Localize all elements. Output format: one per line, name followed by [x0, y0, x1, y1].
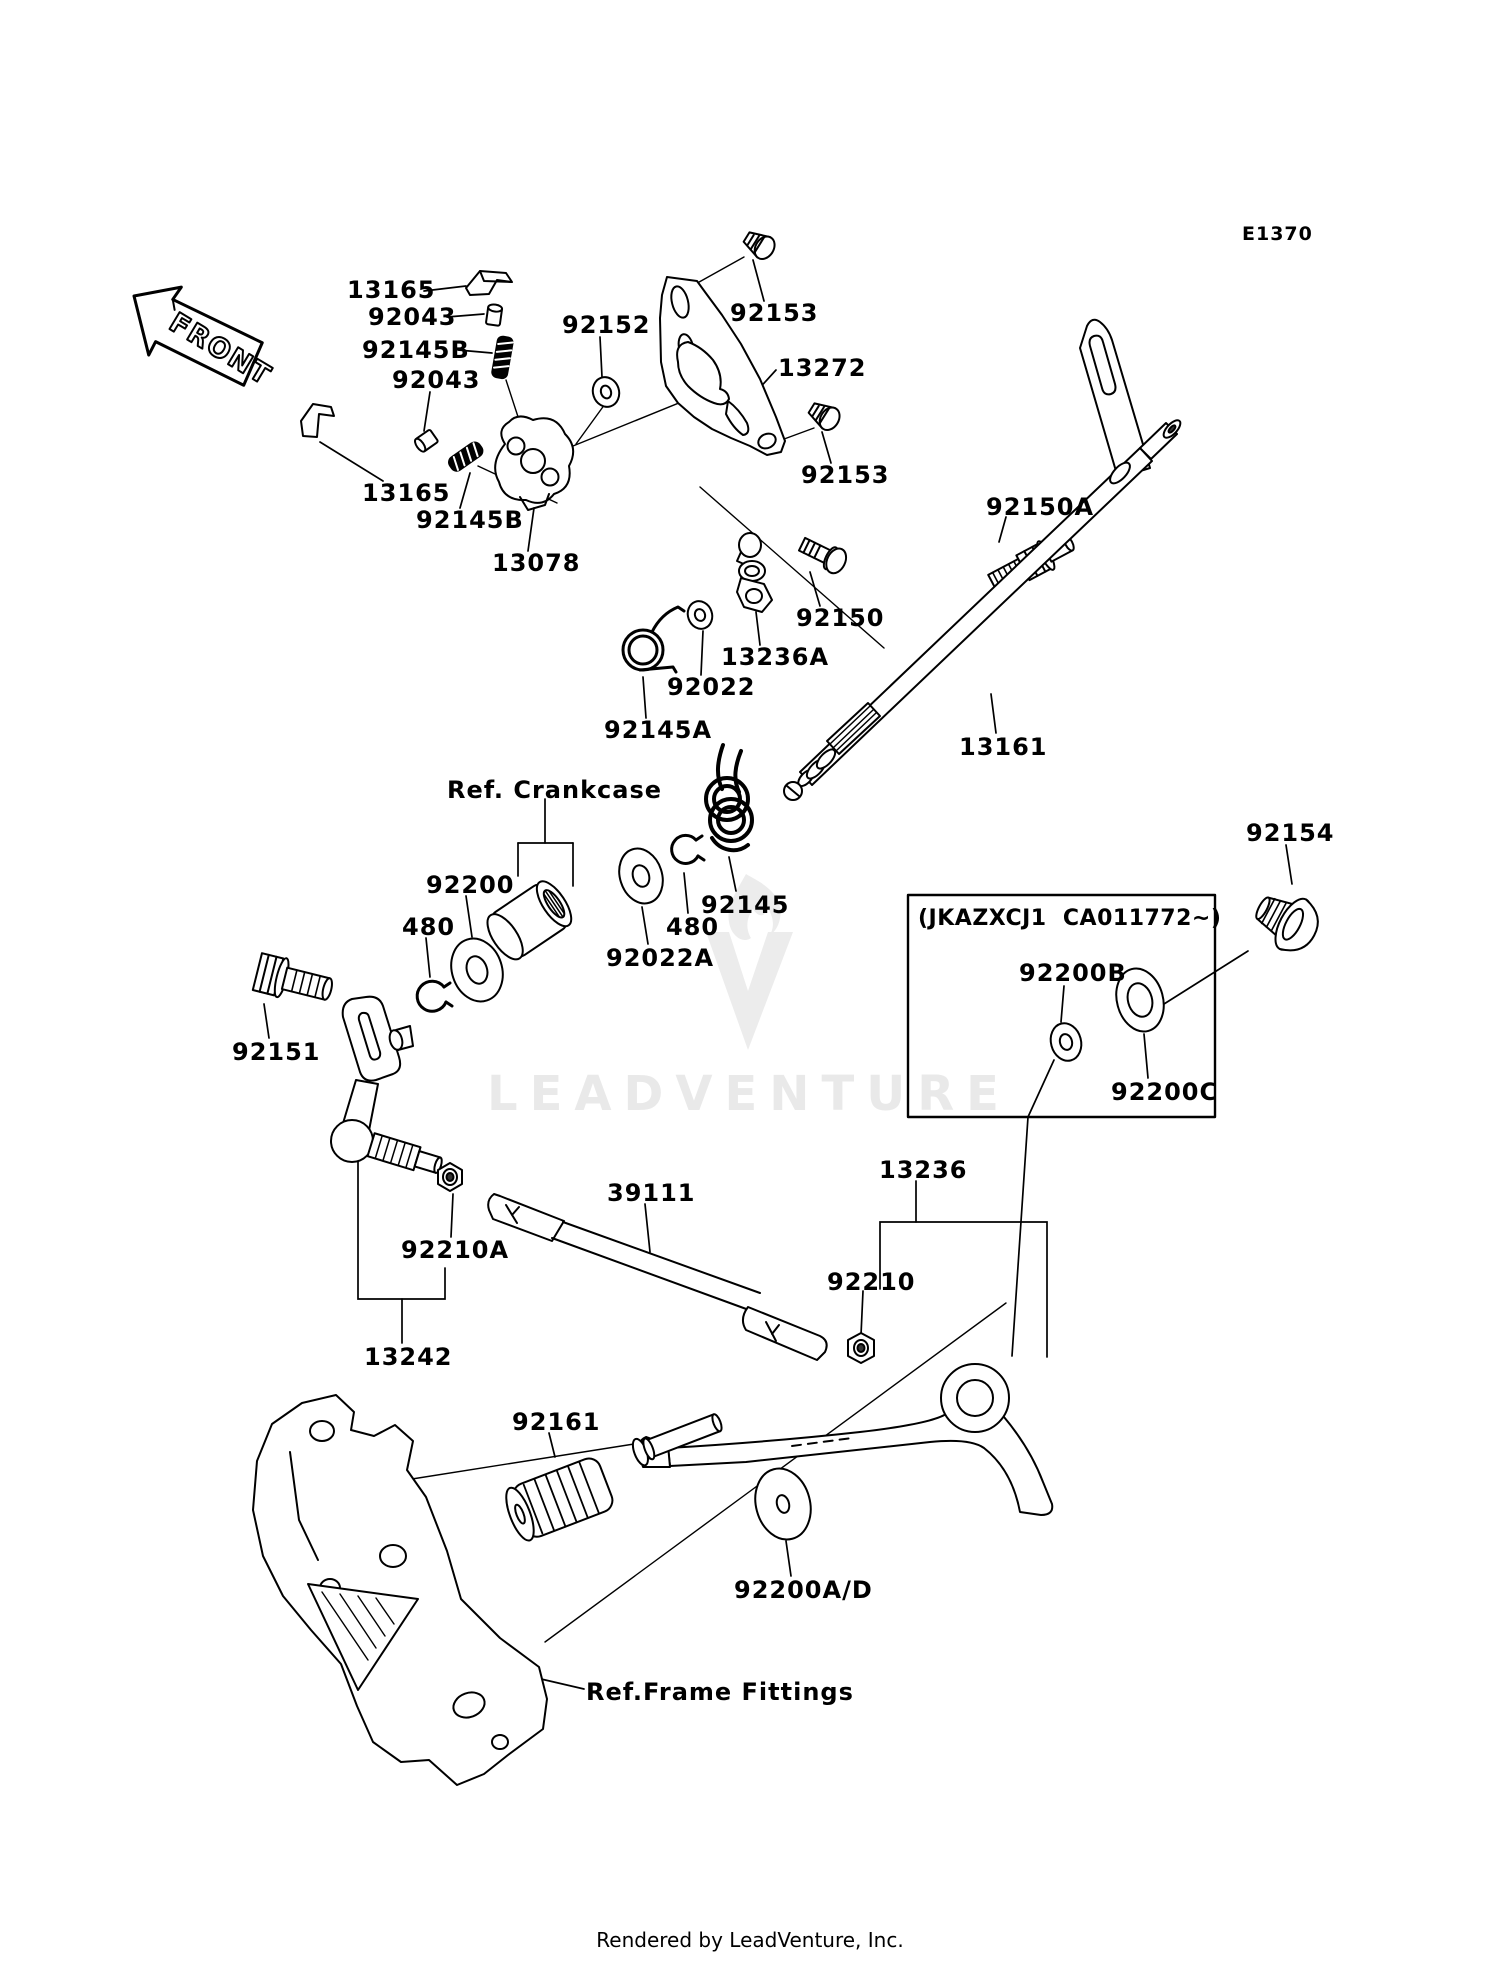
part-label-13165-top[interactable]: 13165 — [347, 276, 436, 304]
part-label-13242[interactable]: 13242 — [364, 1343, 453, 1371]
part-label-92200C[interactable]: 92200C — [1111, 1078, 1219, 1106]
part-label-92154[interactable]: 92154 — [1246, 819, 1335, 847]
vin-note-box — [906, 893, 1217, 1119]
part-label-92145B-top[interactable]: 92145B — [362, 336, 470, 364]
part-label-480-left[interactable]: 480 — [402, 913, 456, 941]
shift-cam-13078 — [494, 415, 575, 511]
part-label-13236A[interactable]: 13236A — [721, 643, 830, 671]
vin-note: (JKAZXCJ1 CA011772~) — [918, 906, 1222, 931]
part-label-92210[interactable]: 92210 — [827, 1268, 916, 1296]
pedal-peg-pin — [631, 1413, 723, 1467]
footer-credit: Rendered by LeadVenture, Inc. — [596, 1928, 904, 1952]
washer-92200B — [1049, 1022, 1083, 1062]
screw-92153-bottom — [807, 402, 841, 432]
washer-92152 — [591, 376, 621, 408]
part-label-39111[interactable]: 39111 — [607, 1179, 696, 1207]
part-label-92152[interactable]: 92152 — [562, 311, 651, 339]
circlip-480-right — [670, 833, 706, 865]
shift-arm-13242 — [330, 995, 443, 1174]
leadventure-watermark-logo — [706, 874, 793, 1050]
ref-frame-label: Ref.Frame Fittings — [586, 1678, 854, 1706]
part-label-92145A[interactable]: 92145A — [604, 716, 713, 744]
part-label-92200B[interactable]: 92200B — [1019, 959, 1127, 987]
leader-lines — [263, 256, 1293, 1690]
circlip-480-left — [415, 979, 454, 1013]
screw-92154 — [1255, 896, 1319, 952]
front-arrow: FRONT — [132, 285, 278, 393]
part-label-92150[interactable]: 92150 — [796, 604, 885, 632]
pawl-plate-13165-lower — [300, 403, 335, 438]
part-label-92200AD[interactable]: 92200A/D — [734, 1576, 873, 1604]
frame-bracket — [252, 1394, 548, 1786]
tie-rod-39111 — [487, 1193, 828, 1361]
washer-92200 — [450, 937, 504, 1003]
part-label-92043-top[interactable]: 92043 — [368, 303, 457, 331]
part-label-92145B-lower[interactable]: 92145B — [416, 506, 524, 534]
pedal-rubber-92161 — [505, 1457, 614, 1542]
part-label-13236[interactable]: 13236 — [879, 1156, 968, 1184]
bracket-13272 — [659, 276, 786, 456]
bolt-92151 — [251, 952, 333, 1001]
diagram-code: E1370 — [1242, 223, 1313, 245]
part-label-92153-bottom[interactable]: 92153 — [801, 461, 890, 489]
needle-bearing — [486, 880, 573, 961]
pin-92043-lower — [413, 429, 439, 453]
part-label-92153-top[interactable]: 92153 — [730, 299, 819, 327]
return-spring-92145 — [704, 743, 754, 853]
washer-92200AD — [754, 1467, 812, 1541]
spring-92145B-top — [491, 335, 514, 380]
torsion-spring-92145A — [621, 605, 686, 674]
washer-92022A — [618, 847, 664, 905]
part-label-92200[interactable]: 92200 — [426, 871, 515, 899]
shift-shaft-13161 — [783, 318, 1182, 801]
nut-92210 — [847, 1332, 875, 1364]
part-label-92150A[interactable]: 92150A — [986, 493, 1095, 521]
leadventure-watermark-text: LEADVENTURE — [487, 1066, 1011, 1122]
part-label-92151[interactable]: 92151 — [232, 1038, 321, 1066]
part-label-92161[interactable]: 92161 — [512, 1408, 601, 1436]
pivot-knob — [736, 532, 762, 566]
washer-92022 — [686, 600, 714, 630]
lever-13236A — [736, 560, 773, 613]
spring-92145B-lower — [448, 441, 484, 472]
part-label-92210A[interactable]: 92210A — [401, 1236, 510, 1264]
part-label-92145[interactable]: 92145 — [701, 891, 790, 919]
washer-92200C — [1115, 967, 1165, 1033]
ref-crankcase-label: Ref. Crankcase — [447, 776, 663, 804]
part-label-13272[interactable]: 13272 — [778, 354, 867, 382]
nut-92210A — [437, 1162, 463, 1192]
part-label-13078[interactable]: 13078 — [492, 549, 581, 577]
pin-92043-top — [485, 303, 504, 327]
screw-92150 — [797, 536, 848, 575]
part-label-92022A[interactable]: 92022A — [606, 944, 715, 972]
part-label-480-right[interactable]: 480 — [666, 913, 720, 941]
part-label-92043-lower[interactable]: 92043 — [392, 366, 481, 394]
screw-92153-top — [742, 231, 776, 261]
shift-pedal-13236 — [637, 1363, 1054, 1516]
part-label-13161[interactable]: 13161 — [959, 733, 1048, 761]
part-label-13165-lower[interactable]: 13165 — [362, 479, 451, 507]
pawl-plate-13165-top — [465, 270, 513, 296]
part-label-92022[interactable]: 92022 — [667, 673, 756, 701]
